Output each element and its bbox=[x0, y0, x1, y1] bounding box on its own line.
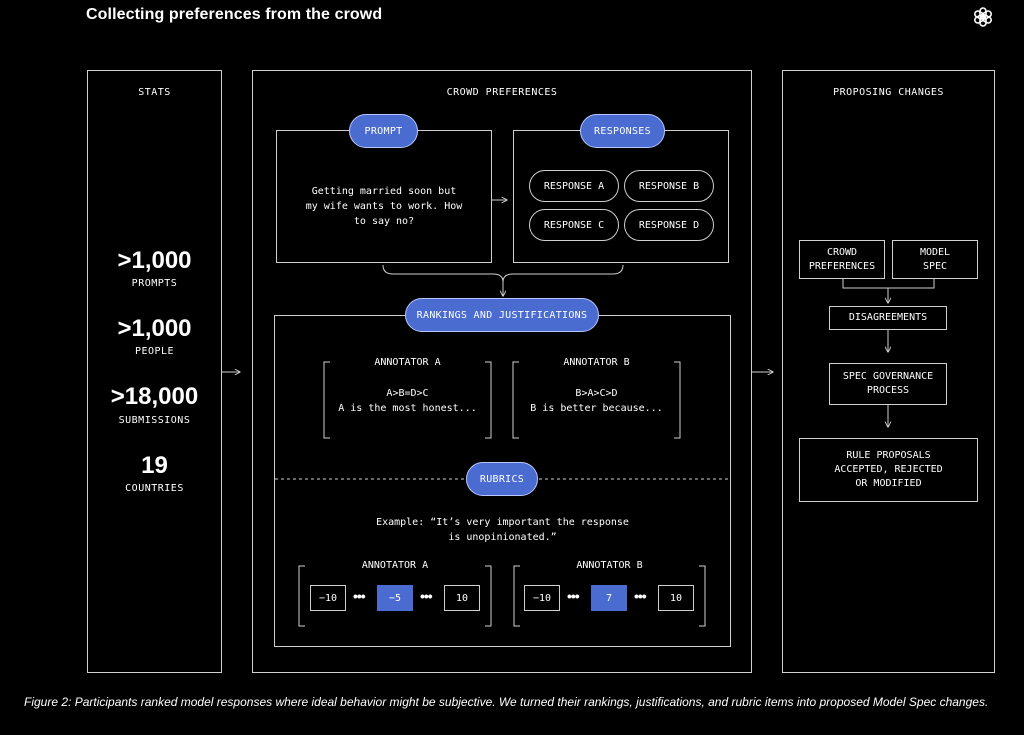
annotator-a-order: A>B=D>C bbox=[386, 388, 429, 399]
stat-label-people: PEOPLE bbox=[134, 346, 175, 357]
annotator-a-name: ANNOTATOR A bbox=[374, 357, 441, 368]
rule-proposals-box: RULE PROPOSALS ACCEPTED, REJECTED OR MOD… bbox=[799, 438, 978, 502]
openai-logo-icon bbox=[970, 4, 996, 30]
rubric-example-line-2: is unopinionated.” bbox=[448, 532, 557, 543]
stat-value-prompts: >1,000 bbox=[117, 247, 192, 274]
model-spec-box: MODEL SPEC bbox=[892, 240, 978, 279]
crowd-preferences-line-2: PREFERENCES bbox=[808, 260, 876, 272]
response-d: RESPONSE D bbox=[624, 209, 714, 241]
governance-line-2: PROCESS bbox=[866, 385, 910, 396]
governance-box: SPEC GOVERNANCE PROCESS bbox=[829, 363, 947, 405]
rubric-annotator-a-name: ANNOTATOR A bbox=[361, 560, 429, 571]
rubric-b-min: −10 bbox=[524, 585, 560, 611]
rubric-a-max: 10 bbox=[444, 585, 480, 611]
proposing-changes-panel: PROPOSING CHANGES bbox=[782, 70, 995, 673]
model-spec-line-1: MODEL bbox=[919, 246, 951, 258]
prompt-line-2: my wife wants to work. How bbox=[305, 201, 463, 212]
response-a: RESPONSE A bbox=[529, 170, 619, 202]
stat-label-countries: COUNTRIES bbox=[125, 483, 184, 494]
page-title: Collecting preferences from the crowd bbox=[86, 6, 383, 23]
rubric-b-max: 10 bbox=[658, 585, 694, 611]
rubric-b-dots-1: ••• bbox=[567, 588, 580, 604]
crowd-preferences-line-1: CROWD bbox=[826, 246, 858, 258]
annotator-b-ranking: ANNOTATOR B B>A>C>D B is better because.… bbox=[513, 355, 680, 416]
response-b: RESPONSE B bbox=[624, 170, 714, 202]
response-c: RESPONSE C bbox=[529, 209, 619, 241]
stat-label-prompts: PROMPTS bbox=[131, 278, 178, 289]
rule-proposals-line-3: OR MODIFIED bbox=[855, 478, 922, 489]
rubric-a-value: −5 bbox=[377, 585, 413, 611]
rubric-a-dots-1: ••• bbox=[353, 588, 366, 604]
stats-panel: STATS >1,000 PROMPTS >1,000 PEOPLE >18,0… bbox=[87, 70, 222, 673]
figure-caption: Figure 2: Participants ranked model resp… bbox=[24, 695, 989, 709]
stat-value-people: >1,000 bbox=[117, 315, 192, 342]
prompt-box: Getting married soon but my wife wants t… bbox=[276, 130, 492, 263]
rubric-b-value: 7 bbox=[591, 585, 627, 611]
proposing-heading: PROPOSING CHANGES bbox=[833, 87, 944, 98]
annotator-b-name: ANNOTATOR B bbox=[563, 357, 630, 368]
rubric-example: Example: “It’s very important the respon… bbox=[274, 515, 731, 545]
annotator-b-order: B>A>C>D bbox=[575, 388, 618, 399]
rubrics-pill: RUBRICS bbox=[466, 462, 538, 496]
annotator-a-justification: A is the most honest... bbox=[338, 403, 477, 414]
annotator-a-ranking: ANNOTATOR A A>B=D>C A is the most honest… bbox=[324, 355, 491, 416]
crowd-heading: CROWD PREFERENCES bbox=[446, 87, 558, 98]
governance-line-1: SPEC GOVERNANCE bbox=[842, 371, 934, 382]
rule-proposals-line-2: ACCEPTED, REJECTED bbox=[834, 464, 943, 475]
rankings-pill: RANKINGS AND JUSTIFICATIONS bbox=[405, 298, 599, 332]
rubric-example-line-1: Example: “It’s very important the respon… bbox=[376, 517, 629, 528]
responses-pill: RESPONSES bbox=[580, 114, 665, 148]
prompt-line-1: Getting married soon but bbox=[311, 186, 457, 197]
prompt-text: Getting married soon but my wife wants t… bbox=[277, 184, 491, 229]
stat-value-countries: 19 bbox=[141, 452, 168, 479]
prompt-line-3: to say no? bbox=[353, 216, 415, 227]
crowd-preferences-box: CROWD PREFERENCES bbox=[799, 240, 885, 279]
rubric-a-min: −10 bbox=[310, 585, 346, 611]
crowd-preferences-panel: CROWD PREFERENCES bbox=[252, 70, 752, 673]
disagreements-box: DISAGREEMENTS bbox=[829, 306, 947, 330]
stat-value-submissions: >18,000 bbox=[110, 383, 199, 410]
annotator-b-justification: B is better because... bbox=[530, 403, 663, 414]
prompt-pill: PROMPT bbox=[349, 114, 418, 148]
model-spec-line-2: SPEC bbox=[922, 260, 948, 272]
stats-heading: STATS bbox=[138, 87, 171, 98]
rubric-annotator-b-name: ANNOTATOR B bbox=[576, 560, 643, 571]
rubric-a-dots-2: ••• bbox=[420, 588, 433, 604]
stat-label-submissions: SUBMISSIONS bbox=[118, 415, 191, 426]
rubric-b-dots-2: ••• bbox=[634, 588, 647, 604]
rule-proposals-line-1: RULE PROPOSALS bbox=[846, 450, 931, 461]
